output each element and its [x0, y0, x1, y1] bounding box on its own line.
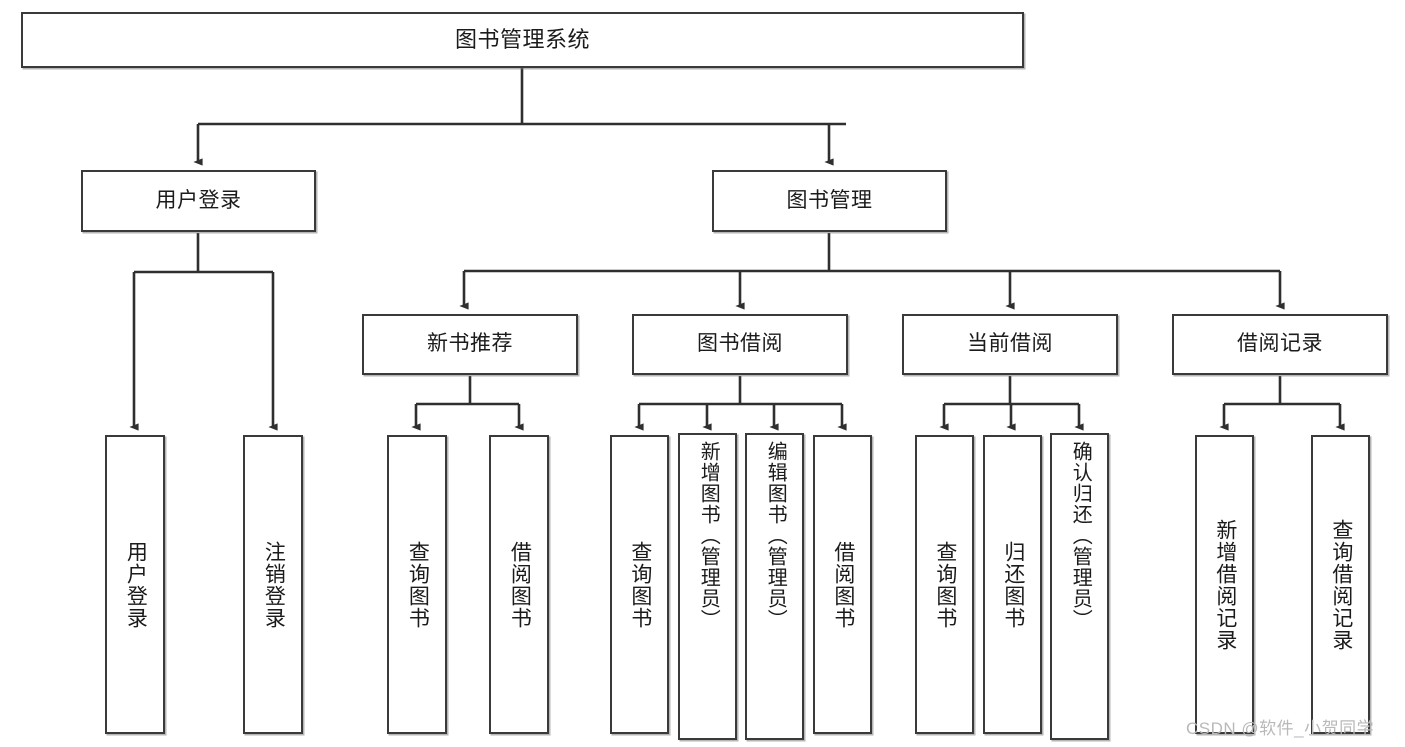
leaf-borrow-book-1[interactable]: 借阅图书: [489, 435, 549, 734]
leaf-logout[interactable]: 注销登录: [243, 435, 303, 734]
node-user-login[interactable]: 用户登录: [81, 170, 316, 232]
node-new-book-recommend[interactable]: 新书推荐: [362, 314, 578, 375]
node-label: 注销登录: [262, 540, 286, 629]
node-label: 借阅图书: [508, 540, 532, 629]
node-label: 确认归还（管理员）: [1069, 441, 1092, 630]
node-label: 新书推荐: [427, 332, 513, 356]
node-current-borrow[interactable]: 当前借阅: [902, 314, 1118, 375]
node-label: 新增借阅记录: [1213, 518, 1237, 651]
node-label: 图书管理系统: [454, 26, 590, 52]
node-label: 编辑图书（管理员）: [764, 441, 787, 630]
node-label: 查询借阅记录: [1329, 518, 1353, 651]
node-root-system[interactable]: 图书管理系统: [21, 12, 1024, 68]
node-label: 新增图书（管理员）: [697, 441, 720, 630]
node-label: 图书借阅: [697, 332, 783, 356]
leaf-query-book-3[interactable]: 查询图书: [915, 435, 974, 734]
node-book-borrow[interactable]: 图书借阅: [632, 314, 848, 375]
node-label: 用户登录: [155, 188, 242, 212]
node-borrow-record[interactable]: 借阅记录: [1172, 314, 1388, 375]
node-label: 用户登录: [124, 540, 148, 629]
leaf-confirm-return-admin[interactable]: 确认归还（管理员）: [1050, 433, 1109, 740]
leaf-user-login[interactable]: 用户登录: [105, 435, 165, 734]
leaf-query-book-2[interactable]: 查询图书: [610, 435, 669, 734]
node-label: 借阅记录: [1237, 332, 1323, 356]
node-label: 归还图书: [1001, 540, 1025, 629]
leaf-add-borrow-record[interactable]: 新增借阅记录: [1195, 435, 1254, 734]
leaf-query-book-1[interactable]: 查询图书: [387, 435, 447, 734]
leaf-borrow-book-2[interactable]: 借阅图书: [813, 435, 872, 734]
node-label: 当前借阅: [967, 332, 1053, 356]
watermark-text: CSDN @软件_小贺同学: [1186, 719, 1375, 738]
node-book-manage[interactable]: 图书管理: [712, 170, 947, 232]
node-label: 借阅图书: [831, 540, 855, 629]
leaf-query-borrow-record[interactable]: 查询借阅记录: [1311, 435, 1370, 734]
node-label: 图书管理: [786, 188, 873, 212]
leaf-edit-book-admin[interactable]: 编辑图书（管理员）: [745, 433, 804, 740]
leaf-add-book-admin[interactable]: 新增图书（管理员）: [678, 433, 737, 740]
node-label: 查询图书: [628, 540, 652, 629]
leaf-return-book[interactable]: 归还图书: [983, 435, 1042, 734]
node-label: 查询图书: [406, 540, 430, 629]
node-label: 查询图书: [933, 540, 957, 629]
